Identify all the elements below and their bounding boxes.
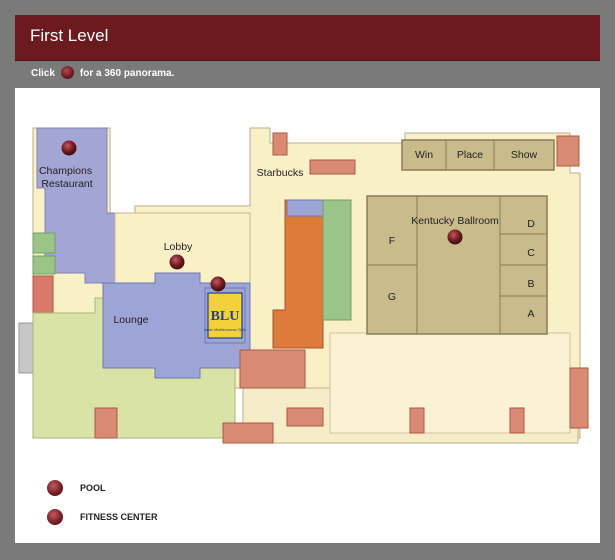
win-place-show-area xyxy=(401,139,555,171)
label-champions-line1: Champions xyxy=(39,165,92,177)
label-place: Place xyxy=(457,149,483,161)
panorama-dot-icon xyxy=(60,65,74,79)
green-strip xyxy=(322,199,352,321)
panorama-dot-lobby[interactable] xyxy=(169,254,185,270)
page-header: First Level xyxy=(15,15,600,61)
stair-bottom xyxy=(222,422,274,444)
panorama-dot-blu[interactable] xyxy=(210,276,226,292)
label-room-c: C xyxy=(527,247,535,259)
svg-text:BLU: BLU xyxy=(211,309,240,324)
label-room-d: D xyxy=(527,218,535,230)
floor-map: Champions Restaurant Starbucks Lobby Lou… xyxy=(15,88,600,543)
legend-fitness-center-label[interactable]: FITNESS CENTER xyxy=(80,512,158,522)
label-kentucky-ballroom: Kentucky Ballroom xyxy=(411,215,499,227)
green-room xyxy=(32,255,56,275)
label-starbucks: Starbucks xyxy=(257,167,304,179)
label-room-a: A xyxy=(527,308,534,320)
label-room-b: B xyxy=(527,278,534,290)
panorama-dot-icon[interactable] xyxy=(47,480,63,496)
label-win: Win xyxy=(415,149,433,161)
page-title: First Level xyxy=(30,26,109,45)
panorama-dot-kentucky-ballroom[interactable] xyxy=(447,229,463,245)
purple-strip xyxy=(286,199,324,217)
blu-logo: BLU Italian Mediterranean Grille xyxy=(204,292,246,339)
stair-bottom xyxy=(509,407,525,434)
label-room-g: G xyxy=(388,291,396,303)
panorama-hint: Click for a 360 panorama. xyxy=(31,65,175,81)
champions-restaurant-area xyxy=(36,127,116,284)
label-champions-line2: Restaurant xyxy=(41,178,92,190)
stair-left-lines xyxy=(18,322,34,374)
legend-pool-label[interactable]: POOL xyxy=(80,483,106,493)
prefunction-area xyxy=(329,332,571,434)
label-champions: Champions Restaurant xyxy=(39,165,95,190)
panorama-dot-icon[interactable] xyxy=(47,509,63,525)
legend-pool[interactable]: POOL xyxy=(47,479,106,497)
stair-bottom xyxy=(409,407,425,434)
floor-plan-svg: Champions Restaurant Starbucks Lobby Lou… xyxy=(18,127,589,444)
stair-right-bottom xyxy=(569,367,589,429)
starbucks-stair xyxy=(309,159,356,175)
label-show: Show xyxy=(511,149,538,161)
stair-bottom xyxy=(239,349,306,389)
green-room xyxy=(32,232,56,254)
stair-bottom xyxy=(286,407,324,427)
hint-click-text: Click xyxy=(31,68,55,79)
hint-panorama-text: for a 360 panorama. xyxy=(79,68,175,79)
panorama-dot-champions[interactable] xyxy=(61,140,77,156)
elevator-top xyxy=(272,132,288,156)
svg-text:Italian Mediterranean Grille: Italian Mediterranean Grille xyxy=(204,328,246,332)
label-lounge: Lounge xyxy=(113,314,148,326)
label-lobby: Lobby xyxy=(164,241,193,253)
legend-fitness-center[interactable]: FITNESS CENTER xyxy=(47,508,158,526)
stair-right-top xyxy=(556,135,580,167)
stair-bottom xyxy=(94,407,118,439)
stair-left xyxy=(32,275,54,317)
label-room-f: F xyxy=(389,235,395,247)
